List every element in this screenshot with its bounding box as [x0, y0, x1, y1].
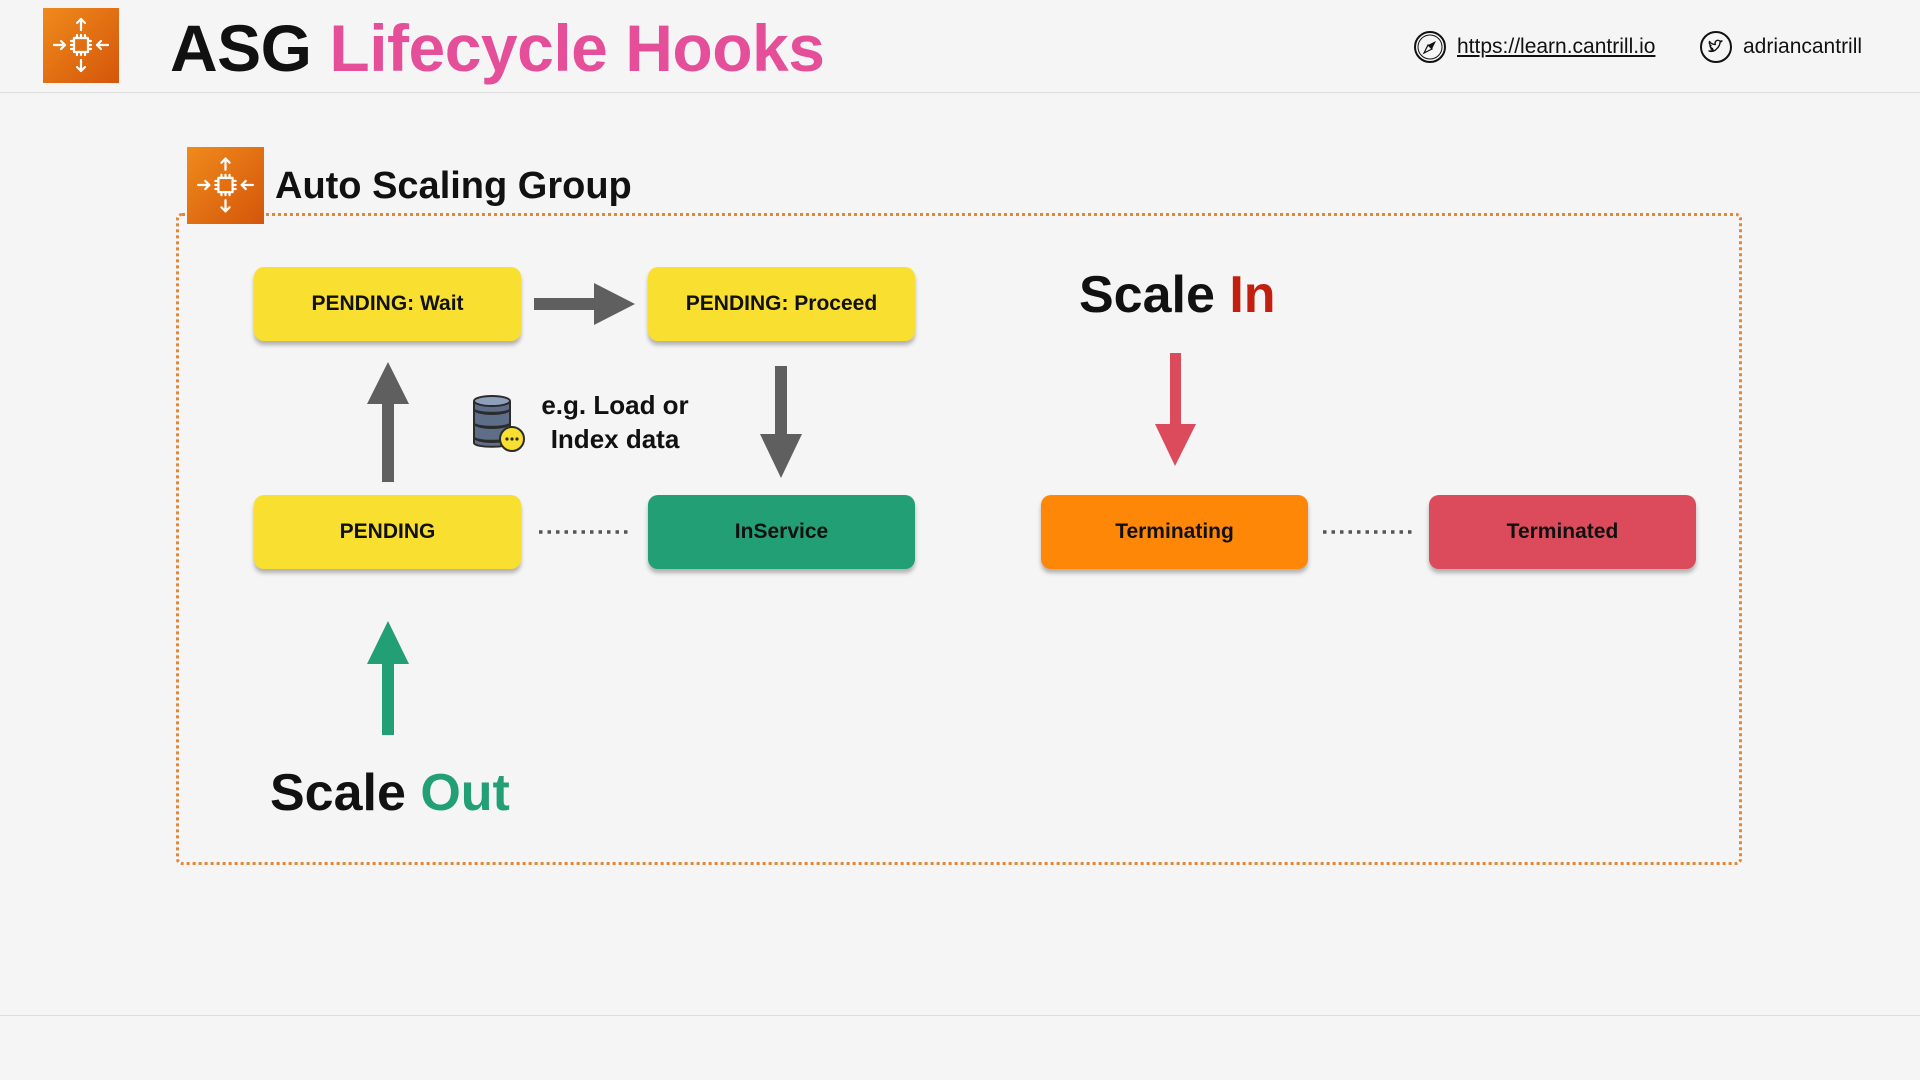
auto-scaling-icon: [187, 147, 264, 224]
footer-divider: [0, 1015, 1920, 1016]
auto-scaling-icon: [43, 8, 119, 83]
note-line-2: Index data: [550, 424, 680, 454]
state-pending-proceed: PENDING: Proceed: [648, 267, 915, 341]
auto-scaling-group-boundary: [176, 213, 1742, 865]
website-link[interactable]: https://learn.cantrill.io: [1413, 28, 1655, 66]
title-highlight: Lifecycle Hooks: [329, 11, 825, 85]
database-icon: [470, 393, 526, 455]
twitter-icon: [1699, 30, 1733, 64]
website-url[interactable]: https://learn.cantrill.io: [1457, 35, 1656, 58]
scale-out-label: Scale Out: [270, 761, 510, 825]
state-inservice: InService: [648, 495, 915, 569]
title-prefix: ASG: [170, 11, 312, 85]
state-pending-wait: PENDING: Wait: [254, 267, 521, 341]
page-title: ASG Lifecycle Hooks: [170, 6, 825, 90]
scale-in-label: Scale In: [1079, 263, 1276, 327]
scale-in-accent: In: [1229, 266, 1276, 324]
scale-in-word: Scale: [1079, 266, 1215, 324]
header-bar: ASG Lifecycle Hooks https://learn.cantri…: [0, 0, 1920, 93]
note-text: e.g. Load or Index data: [535, 388, 695, 456]
scale-out-word: Scale: [270, 764, 406, 822]
scale-out-accent: Out: [420, 764, 510, 822]
state-terminated: Terminated: [1429, 495, 1696, 569]
group-label: Auto Scaling Group: [275, 165, 632, 207]
state-terminating: Terminating: [1041, 495, 1308, 569]
note-line-1: e.g. Load or: [541, 390, 689, 420]
compass-icon: [1413, 30, 1447, 64]
state-pending: PENDING: [254, 495, 521, 569]
twitter-link[interactable]: adriancantrill: [1699, 28, 1862, 66]
twitter-handle[interactable]: adriancantrill: [1743, 35, 1863, 58]
